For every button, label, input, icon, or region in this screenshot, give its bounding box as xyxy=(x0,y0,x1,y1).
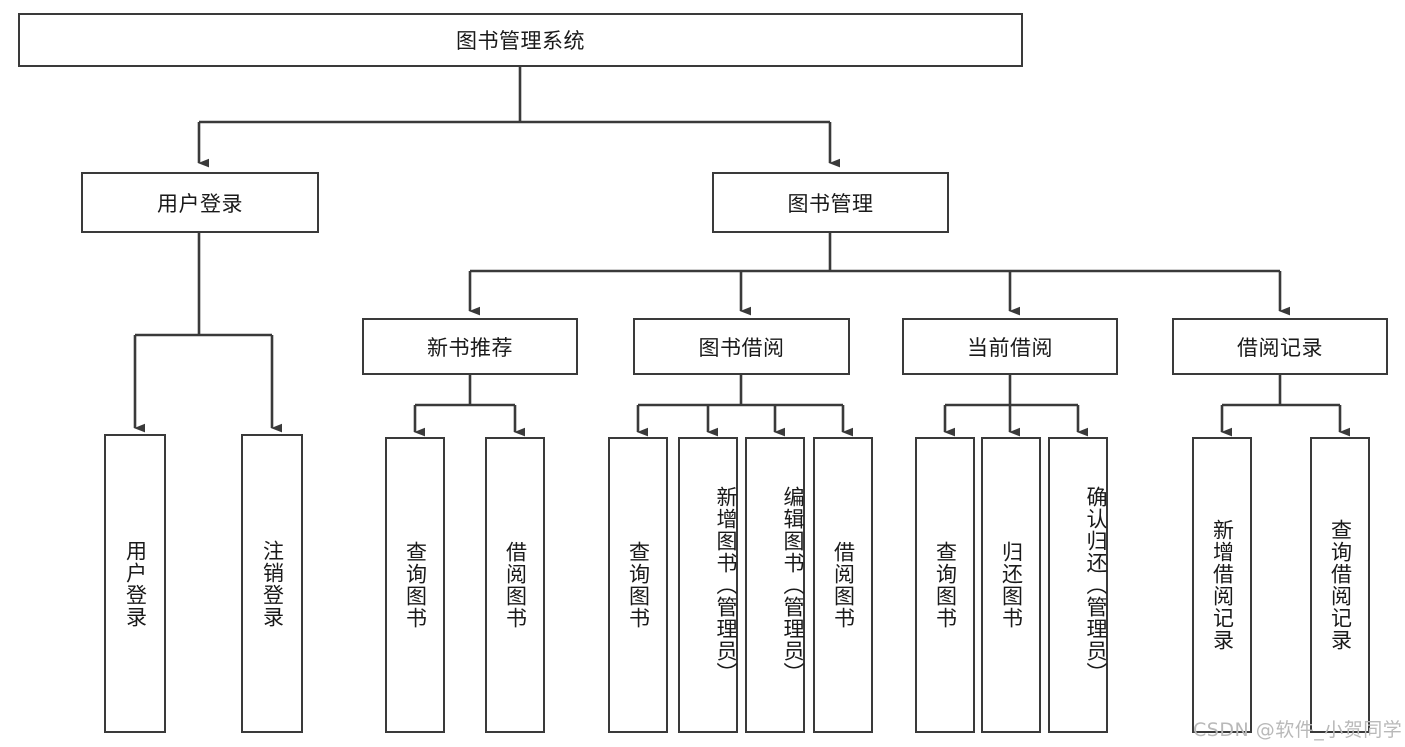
leaf-br-query-record[interactable]: 查询借阅记录 xyxy=(1310,437,1370,733)
node-label: 图书管理 xyxy=(787,191,874,216)
node-label: 新增借阅记录 xyxy=(1210,519,1235,651)
node-label: 用户登录 xyxy=(157,191,243,216)
node-new-book-recommend[interactable]: 新书推荐 xyxy=(362,318,578,375)
node-book-borrow[interactable]: 图书借阅 xyxy=(633,318,850,375)
leaf-bb-borrow-book[interactable]: 借阅图书 xyxy=(813,437,873,733)
leaf-cb-query-book[interactable]: 查询图书 xyxy=(915,437,975,733)
node-label: 查询图书 xyxy=(626,541,651,629)
node-book-management[interactable]: 图书管理 xyxy=(712,172,949,233)
node-label: 图书借阅 xyxy=(698,335,785,360)
leaf-cb-confirm-return-admin[interactable]: 确认归还（管理员） xyxy=(1048,437,1108,733)
leaf-br-add-record[interactable]: 新增借阅记录 xyxy=(1192,437,1252,733)
node-label: 用户登录 xyxy=(123,539,148,628)
node-user-login[interactable]: 用户登录 xyxy=(81,172,319,233)
leaf-bb-query-book[interactable]: 查询图书 xyxy=(608,437,668,733)
node-label: 图书管理系统 xyxy=(456,29,585,53)
node-label: 确认归还（管理员） xyxy=(1084,486,1108,684)
node-label: 查询图书 xyxy=(933,541,958,629)
node-label: 查询借阅记录 xyxy=(1328,519,1353,651)
node-label: 当前借阅 xyxy=(967,335,1053,360)
leaf-cb-return-book[interactable]: 归还图书 xyxy=(981,437,1041,733)
leaf-nb-borrow-book[interactable]: 借阅图书 xyxy=(485,437,545,733)
node-current-borrow[interactable]: 当前借阅 xyxy=(902,318,1118,375)
leaf-bb-add-book-admin[interactable]: 新增图书（管理员） xyxy=(678,437,738,733)
node-label: 借阅图书 xyxy=(831,541,856,629)
node-root-system[interactable]: 图书管理系统 xyxy=(18,13,1023,67)
node-label: 新书推荐 xyxy=(427,335,513,360)
leaf-nb-query-book[interactable]: 查询图书 xyxy=(385,437,445,733)
node-label: 查询图书 xyxy=(403,541,428,629)
node-borrow-records[interactable]: 借阅记录 xyxy=(1172,318,1388,375)
node-label: 注销登录 xyxy=(260,539,285,628)
leaf-bb-edit-book-admin[interactable]: 编辑图书（管理员） xyxy=(745,437,805,733)
node-label: 新增图书（管理员） xyxy=(714,486,738,684)
leaf-user-login[interactable]: 用户登录 xyxy=(104,434,166,733)
leaf-logout[interactable]: 注销登录 xyxy=(241,434,303,733)
node-label: 归还图书 xyxy=(999,541,1024,629)
node-label: 借阅图书 xyxy=(503,541,528,629)
node-label: 借阅记录 xyxy=(1237,335,1323,360)
node-label: 编辑图书（管理员） xyxy=(781,486,805,684)
csdn-watermark: CSDN @软件_小贺同学 xyxy=(1193,719,1403,741)
